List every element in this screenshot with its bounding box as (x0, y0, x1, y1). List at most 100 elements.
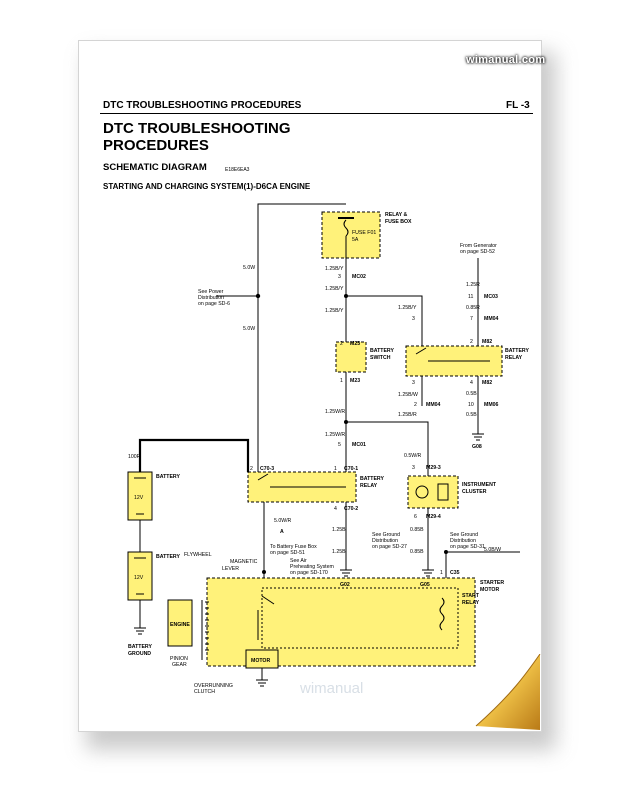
label-see-ground-a-2: Distribution (372, 538, 398, 544)
label-see-ground-b: See Ground (450, 532, 478, 538)
wire-085b: 0.85B (410, 527, 424, 533)
label-inst-cluster-2: CLUSTER (462, 489, 487, 495)
battery-b-box (127, 551, 153, 601)
label-c35: C35 (450, 570, 460, 576)
label-fuse-amp: 5A (352, 237, 359, 243)
pin-3d: 3 (412, 465, 415, 471)
label-motor: MOTOR (251, 658, 270, 664)
start-relay-inner (261, 587, 459, 649)
label-m293: M29-3 (426, 465, 441, 471)
pin-3a: 3 (338, 274, 341, 280)
wire-50w-b: 5.0W (243, 326, 255, 332)
label-battery-a: BATTERY (156, 474, 180, 480)
label-arrow-a: A (280, 529, 284, 535)
header-page-number: FL -3 (506, 100, 530, 111)
label-see-ground-a: See Ground (372, 532, 400, 538)
page-curl-edge (475, 654, 541, 727)
section-heading: SCHEMATIC DIAGRAM (103, 162, 207, 173)
page-curl-shape (476, 654, 540, 730)
label-mm06: MM06 (484, 402, 499, 408)
pin-11: 11 (468, 294, 473, 300)
label-from-gen-2: on page SD-52 (460, 249, 495, 255)
label-magnetic: MAGNETIC (230, 559, 258, 565)
junction-dot-2 (344, 294, 348, 298)
wire-125b-b: 1.25B (332, 549, 346, 555)
header-section-title: DTC TROUBLESHOOTING PROCEDURES (103, 100, 302, 111)
center-watermark: wimanual (299, 680, 363, 697)
wire-125b: 1.25B (332, 527, 346, 533)
wire-branch-relay (346, 295, 423, 346)
junction-dot-5 (444, 550, 448, 554)
label-12v-b: 12V (134, 575, 144, 581)
wire-125by-a: 1.25B/Y (325, 266, 344, 272)
label-see-air-2: Preheating System (290, 564, 334, 570)
label-12v-a: 12V (134, 495, 144, 501)
label-from-gen: From Generator (460, 243, 497, 249)
page-title-line2: PROCEDURES (103, 137, 209, 154)
label-to-fuse-box-2: on page SD-51 (270, 550, 305, 556)
pin-4c: 4 (334, 506, 337, 512)
flywheel-teeth (201, 600, 209, 660)
pin-1c: 1 (440, 570, 443, 576)
pin-1b: 1 (334, 466, 337, 472)
wire-50wr: 5.0W/R (274, 518, 292, 524)
label-mc02: MC02 (352, 274, 366, 280)
page-title: DTC TROUBLESHOOTING PROCEDURES (103, 120, 363, 154)
label-engine: ENGINE (170, 622, 190, 628)
label-bat-relay-a: BATTERY (505, 348, 529, 354)
label-bat-relay-b: BATTERY (360, 476, 384, 482)
label-flywheel: FLYWHEEL (184, 552, 212, 558)
label-mc01: MC01 (352, 442, 366, 448)
label-starter-motor-2: MOTOR (480, 587, 499, 593)
wire-mc01-to-cluster (346, 421, 429, 476)
wire-58wr: 5.0B/W (484, 547, 501, 553)
relay-fuse-box (321, 211, 381, 259)
label-bat-relay-a-2: RELAY (505, 355, 523, 361)
label-starter-motor: STARTER (480, 580, 504, 586)
label-see-air-3: on page SD-170 (290, 570, 328, 576)
label-mm04: MM04 (484, 316, 499, 322)
engine-box (167, 599, 193, 647)
relay-contact-upper (415, 347, 490, 362)
label-see-power: See Power (198, 289, 224, 295)
junction-dot-1 (255, 293, 261, 299)
pin-2a: 2 (340, 341, 343, 347)
ground-symbol-battery (134, 627, 146, 635)
label-overrunning-2: CLUTCH (194, 689, 215, 695)
wire-125r-a: 1.25R (466, 282, 480, 288)
label-inst-cluster: INSTRUMENT (462, 482, 497, 488)
label-pinion: PINION (170, 656, 188, 662)
label-mm04b: MM04 (426, 402, 441, 408)
instrument-lamp (415, 485, 429, 499)
label-m23a: M23 (350, 341, 360, 347)
wire-085b-b: 0.85B (410, 549, 424, 555)
watermark: wimanual.com (466, 54, 546, 66)
label-c701: C70-1 (344, 466, 358, 472)
pin-10: 10 (468, 402, 474, 408)
pin-2b: 2 (470, 339, 473, 345)
label-m23b: M23 (350, 378, 360, 384)
label-start-relay-2: RELAY (462, 600, 480, 606)
pin-7: 7 (470, 316, 473, 322)
label-to-fuse-box: To Battery Fuse Box (270, 544, 317, 550)
wire-05b-a: 0.5B (466, 391, 477, 397)
pin-3b: 3 (412, 316, 415, 322)
starter-coil (439, 597, 445, 631)
wire-battery-main (138, 438, 250, 472)
ground-symbol-g05 (422, 569, 434, 577)
wire-125wr-b: 1.25W/R (325, 432, 345, 438)
relay-contact-lower (257, 473, 346, 488)
wire-50w-a: 5.0W (243, 265, 255, 271)
header-rule (100, 113, 533, 114)
label-see-power-3: on page SD-6 (198, 301, 230, 307)
label-overrunning: OVERRUNNING (194, 683, 233, 689)
page-title-line1: DTC TROUBLESHOOTING (103, 120, 291, 137)
wire-125wr-a: 1.25W/R (325, 409, 345, 415)
wire-05b-b: 0.5B (466, 412, 477, 418)
label-fuse: FUSE F01 (352, 230, 376, 236)
wire-125by-b: 1.25B/Y (325, 286, 344, 292)
diagram-subtitle: STARTING AND CHARGING SYSTEM(1)-D6CA ENG… (103, 182, 311, 191)
document-code: E18E6EA3 (225, 167, 250, 173)
label-bat-switch-2: SWITCH (370, 355, 391, 361)
